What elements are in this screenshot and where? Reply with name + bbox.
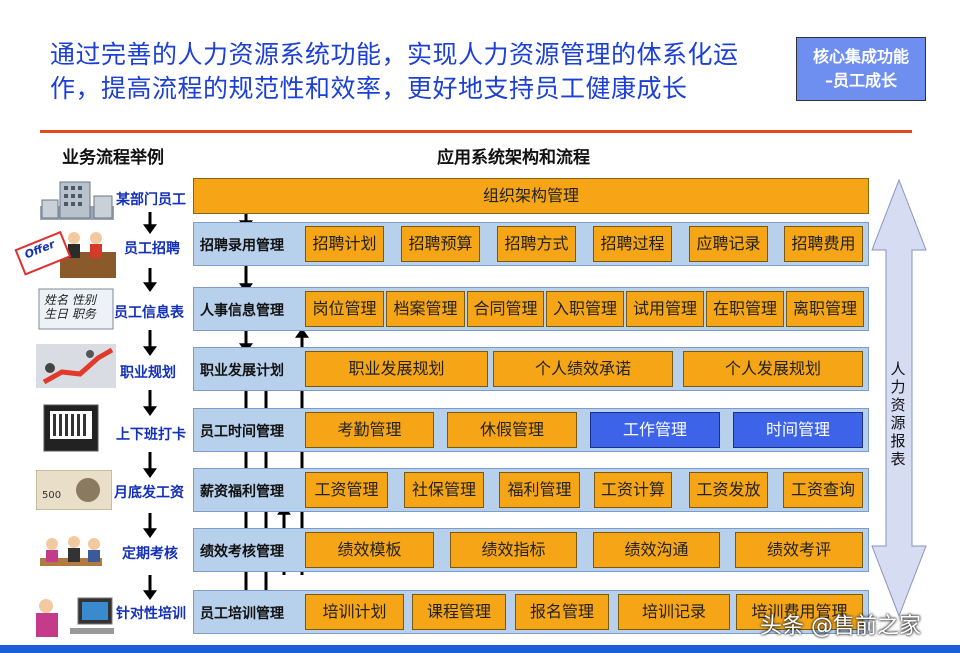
module-row-label: 员工培训管理 [200,606,284,622]
function-cell: 绩效模板 [305,532,434,568]
function-cell: 培训记录 [618,594,730,630]
flow-arrowhead [143,282,157,292]
function-cell: 试用管理 [626,291,704,327]
function-cell: 招聘过程 [593,226,672,262]
svg-text:500: 500 [42,490,61,501]
function-cell: 职业发展规划 [305,351,488,387]
process-step-label: 某部门员工 [116,192,186,208]
process-step-label: 员工信息表 [114,305,184,321]
function-cell: 休假管理 [447,412,577,448]
function-cell: 福利管理 [499,472,580,508]
function-cell: 工资发放 [689,472,768,508]
function-cell: 社保管理 [404,472,484,508]
flow-arrowhead [143,468,157,478]
banknote-icon: 500 [36,470,112,510]
divider-rule [40,130,912,133]
info-form-icon [38,288,114,330]
bottom-bar [0,645,960,653]
function-cell: 在职管理 [706,291,784,327]
function-cell: 考勤管理 [305,412,434,448]
function-cell: 岗位管理 [305,291,384,327]
training-computer-icon [36,597,114,637]
hr-report-label: 人力资源报表 [890,360,906,468]
function-cell: 工资管理 [305,472,388,508]
process-step-label: 定期考核 [122,546,178,562]
function-cell: 课程管理 [412,594,506,630]
function-cell: 档案管理 [386,291,465,327]
function-cell: 报名管理 [515,594,609,630]
office-building-icon [40,181,114,220]
info-form-text: 姓名 性别 生日 职务 [44,293,96,321]
core-function-title: 核心集成功能 [812,47,909,66]
function-cell: 培训计划 [305,594,404,630]
function-cell: 个人发展规划 [683,351,863,387]
function-cell: 绩效沟通 [593,532,720,568]
headline-line1: 通过完善的人力资源系统功能，实现人力资源管理的体系化运 [50,40,739,69]
module-row-label: 职业发展计划 [200,363,284,379]
module-row-label: 员工时间管理 [200,424,284,440]
headline-line2: 作，提高流程的规范性和效率，更好地支持员工健康成长 [50,74,688,103]
meeting-icon [40,536,102,566]
module-row-label: 薪资福利管理 [200,484,284,500]
career-chart-icon [36,344,116,388]
core-function-subtitle: –员工成长 [824,71,897,90]
process-step-label: 上下班打卡 [116,427,186,443]
function-cell: 工作管理 [590,412,720,448]
function-cell: 招聘方式 [497,226,576,262]
function-cell: 绩效指标 [450,532,577,568]
function-cell: 招聘计划 [305,226,384,262]
module-row-label: 人事信息管理 [200,303,284,319]
process-step-label: 员工招聘 [124,241,180,257]
function-cell: 工资计算 [594,472,672,508]
headline: 通过完善的人力资源系统功能，实现人力资源管理的体系化运 作，提高流程的规范性和效… [50,38,785,106]
flow-arrowhead [143,224,157,234]
watermark: 头条 @售前之家 [760,614,921,639]
section-title-process: 业务流程举例 [62,148,164,168]
function-cell: 培训费用管理 [736,594,863,630]
flow-arrowhead [143,528,157,538]
report-double-arrow [871,178,927,618]
core-function-box: 核心集成功能 –员工成长 [796,37,926,101]
function-cell: 合同管理 [467,291,544,327]
module-row-label: 绩效考核管理 [200,544,284,560]
function-cell: 时间管理 [733,412,863,448]
process-step-label: 月底发工资 [114,485,184,501]
org-structure-bar: 组织架构管理 [193,178,869,214]
function-cell: 工资查询 [783,472,863,508]
flow-arrowhead [143,346,157,356]
flow-arrowhead [143,590,157,600]
offer-letter-icon [14,230,116,278]
flow-arrowhead [295,328,309,338]
function-cell: 入职管理 [546,291,624,327]
time-clock-icon [43,404,99,452]
flow-arrowhead [143,406,157,416]
function-cell: 个人绩效承诺 [493,351,673,387]
function-cell: 绩效考评 [735,532,863,568]
function-cell: 招聘费用 [784,226,863,262]
function-cell: 应聘记录 [689,226,768,262]
function-cell: 招聘预算 [401,226,480,262]
section-title-architecture: 应用系统架构和流程 [437,148,590,168]
process-step-label: 职业规划 [120,365,176,381]
process-step-label: 针对性培训 [116,606,186,622]
module-row-label: 招聘录用管理 [200,238,284,254]
function-cell: 离职管理 [786,291,864,327]
